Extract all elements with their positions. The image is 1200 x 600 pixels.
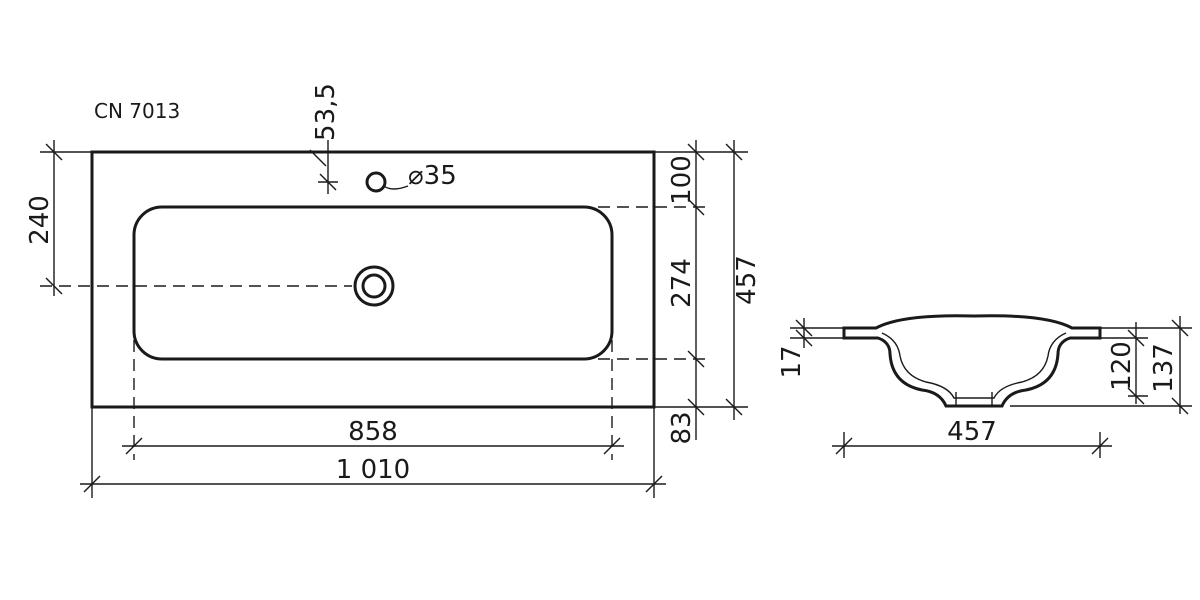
section-view (842, 314, 1102, 408)
dim-240: 240 (25, 140, 63, 296)
dim-858-label: 858 (348, 417, 398, 447)
dim-17: 17 (777, 318, 844, 379)
dim-274-label: 274 (667, 258, 697, 308)
dim-240-label: 240 (25, 195, 55, 245)
dim-457-section: 457 (832, 417, 1112, 458)
dim-457-depth: 457 (725, 140, 762, 420)
dim-858: 858 (122, 417, 624, 455)
dim-457-section-label: 457 (947, 417, 997, 447)
solid-extensions (40, 151, 748, 498)
dim-53-5-label: 53,5 (311, 83, 341, 141)
model-label: CN 7013 (94, 99, 180, 123)
dim-100-label: 100 (667, 155, 697, 205)
drain-outer (353, 265, 395, 307)
dim-diameter: ⌀35 (383, 161, 457, 191)
dim-457-depth-label: 457 (732, 255, 762, 305)
dim-1010-label: 1 010 (336, 455, 410, 485)
countertop-outline (90, 150, 656, 409)
section-inner-profile (881, 332, 1067, 399)
section-outer-profile (842, 314, 1102, 408)
dim-diameter-label: ⌀35 (408, 161, 457, 191)
dim-1010: 1 010 (80, 455, 666, 493)
extension-lines (40, 206, 708, 460)
dim-heights: 120 137 (1010, 316, 1192, 415)
dim-83-label: 83 (667, 411, 697, 444)
tap-hole (365, 171, 387, 193)
dim-120-label: 120 (1107, 341, 1137, 391)
dim-137-label: 137 (1149, 343, 1179, 393)
dim-chain-right: 100 274 83 (667, 140, 705, 445)
basin-outline (132, 205, 614, 361)
dim-53-5: 53,5 (309, 83, 341, 194)
drain-inner (361, 273, 387, 299)
plan-view (90, 150, 656, 409)
dim-17-label: 17 (777, 345, 807, 378)
